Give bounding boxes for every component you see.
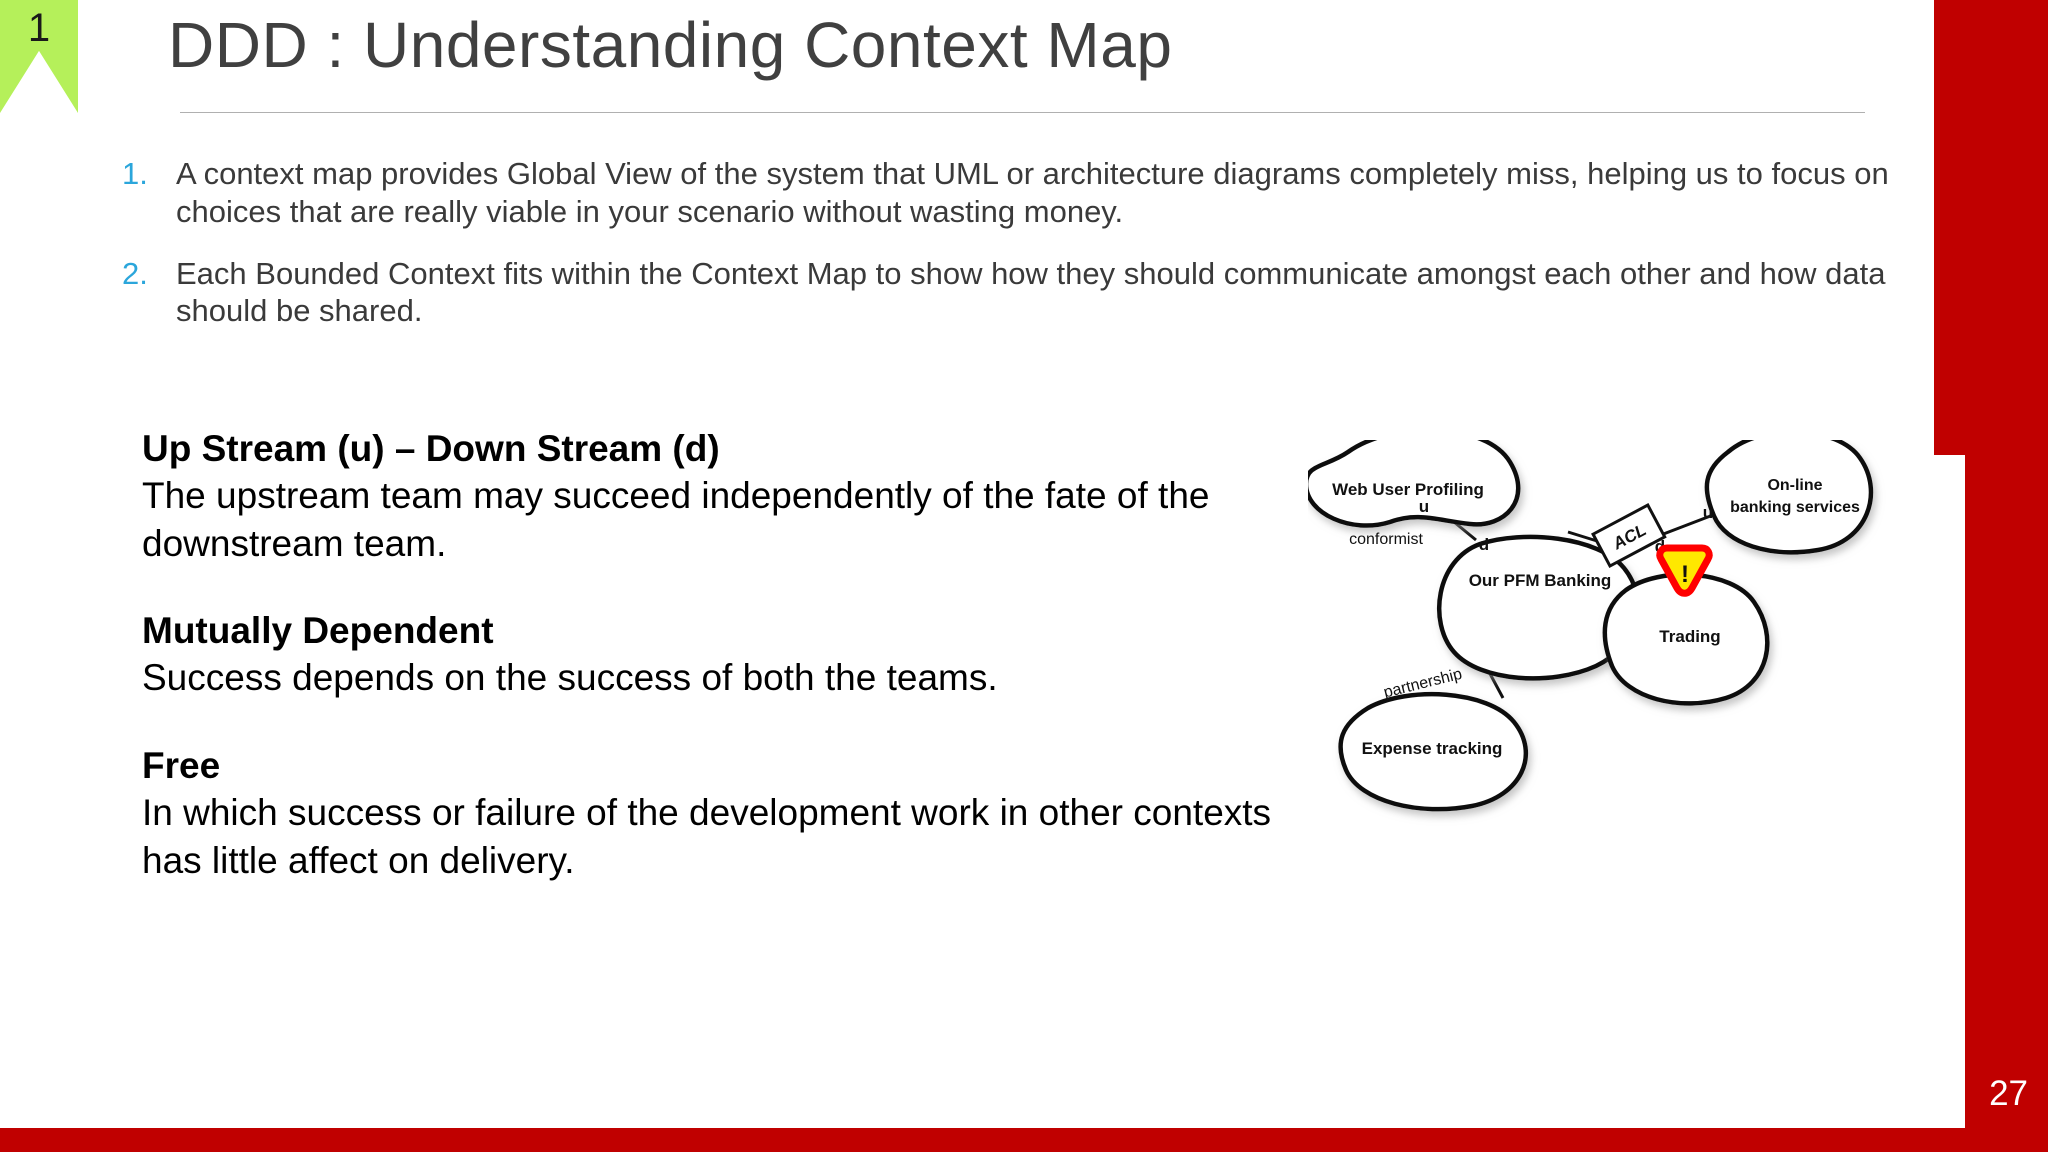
bottom-red-bar — [0, 1128, 2048, 1152]
context-label-expense-tracking: Expense tracking — [1362, 739, 1503, 758]
context-map-diagram: Web User Profiling On-line banking servi… — [1308, 440, 1948, 840]
context-label-our-pfm-banking: Our PFM Banking — [1469, 571, 1612, 590]
context-label-trading: Trading — [1659, 627, 1720, 646]
title-divider — [180, 112, 1865, 113]
right-white-notch — [1934, 455, 1965, 1128]
context-blob-our-pfm-banking: Our PFM Banking — [1436, 534, 1640, 681]
stream-marker-u-online-banking: u — [1703, 503, 1713, 522]
context-label-online-banking-line2: banking services — [1730, 499, 1860, 516]
numbered-list: 1. A context map provides Global View of… — [122, 155, 1942, 354]
warning-triangle-icon: ! — [1656, 544, 1713, 597]
content-block-free: Free In which success or failure of the … — [142, 742, 1302, 884]
page-title: DDD : Understanding Context Map — [168, 9, 1173, 81]
context-blob-online-banking-services: On-line banking services — [1704, 440, 1874, 555]
right-red-band — [1965, 0, 2048, 1152]
content-block-mutually-dependent: Mutually Dependent Success depends on th… — [142, 607, 1302, 702]
context-label-web-user-profiling: Web User Profiling — [1332, 480, 1484, 499]
list-item-text: Each Bounded Context fits within the Con… — [176, 255, 1886, 329]
context-label-online-banking-line1: On-line — [1767, 477, 1822, 494]
context-blob-expense-tracking: Expense tracking — [1338, 692, 1529, 812]
page-number: 27 — [1989, 1074, 2028, 1113]
block-body: In which success or failure of the devel… — [142, 792, 1272, 881]
block-body: The upstream team may succeed independen… — [142, 475, 1210, 564]
content-block-up-down-stream: Up Stream (u) – Down Stream (d) The upst… — [142, 425, 1302, 567]
list-item-text: A context map provides Global View of th… — [176, 156, 1889, 229]
right-red-band-step — [1934, 0, 1965, 455]
slide-number-badge: 1 — [27, 6, 51, 50]
list-item: 2. Each Bounded Context fits within the … — [122, 255, 1942, 331]
block-heading: Up Stream (u) – Down Stream (d) — [142, 428, 720, 469]
list-item: 1. A context map provides Global View of… — [122, 155, 1942, 231]
block-heading: Free — [142, 744, 221, 786]
list-item-marker: 1. — [122, 156, 148, 191]
block-body: Success depends on the success of both t… — [142, 657, 998, 699]
list-item-marker: 2. — [122, 255, 148, 291]
acl-box: ACL — [1591, 503, 1667, 569]
stream-marker-d-our-pfm-banking: d — [1479, 535, 1489, 554]
relationship-label-conformist: conformist — [1349, 531, 1423, 548]
context-blob-trading: Trading — [1602, 572, 1770, 706]
block-heading: Mutually Dependent — [142, 610, 494, 652]
stream-marker-d-trading: d — [1655, 537, 1665, 556]
context-blob-web-user-profiling: Web User Profiling — [1308, 440, 1521, 528]
warning-exclamation-label: ! — [1681, 561, 1689, 588]
stream-marker-u-web-user-profiling: u — [1419, 497, 1429, 516]
body-content-column: Up Stream (u) – Down Stream (d) The upst… — [142, 425, 1302, 884]
